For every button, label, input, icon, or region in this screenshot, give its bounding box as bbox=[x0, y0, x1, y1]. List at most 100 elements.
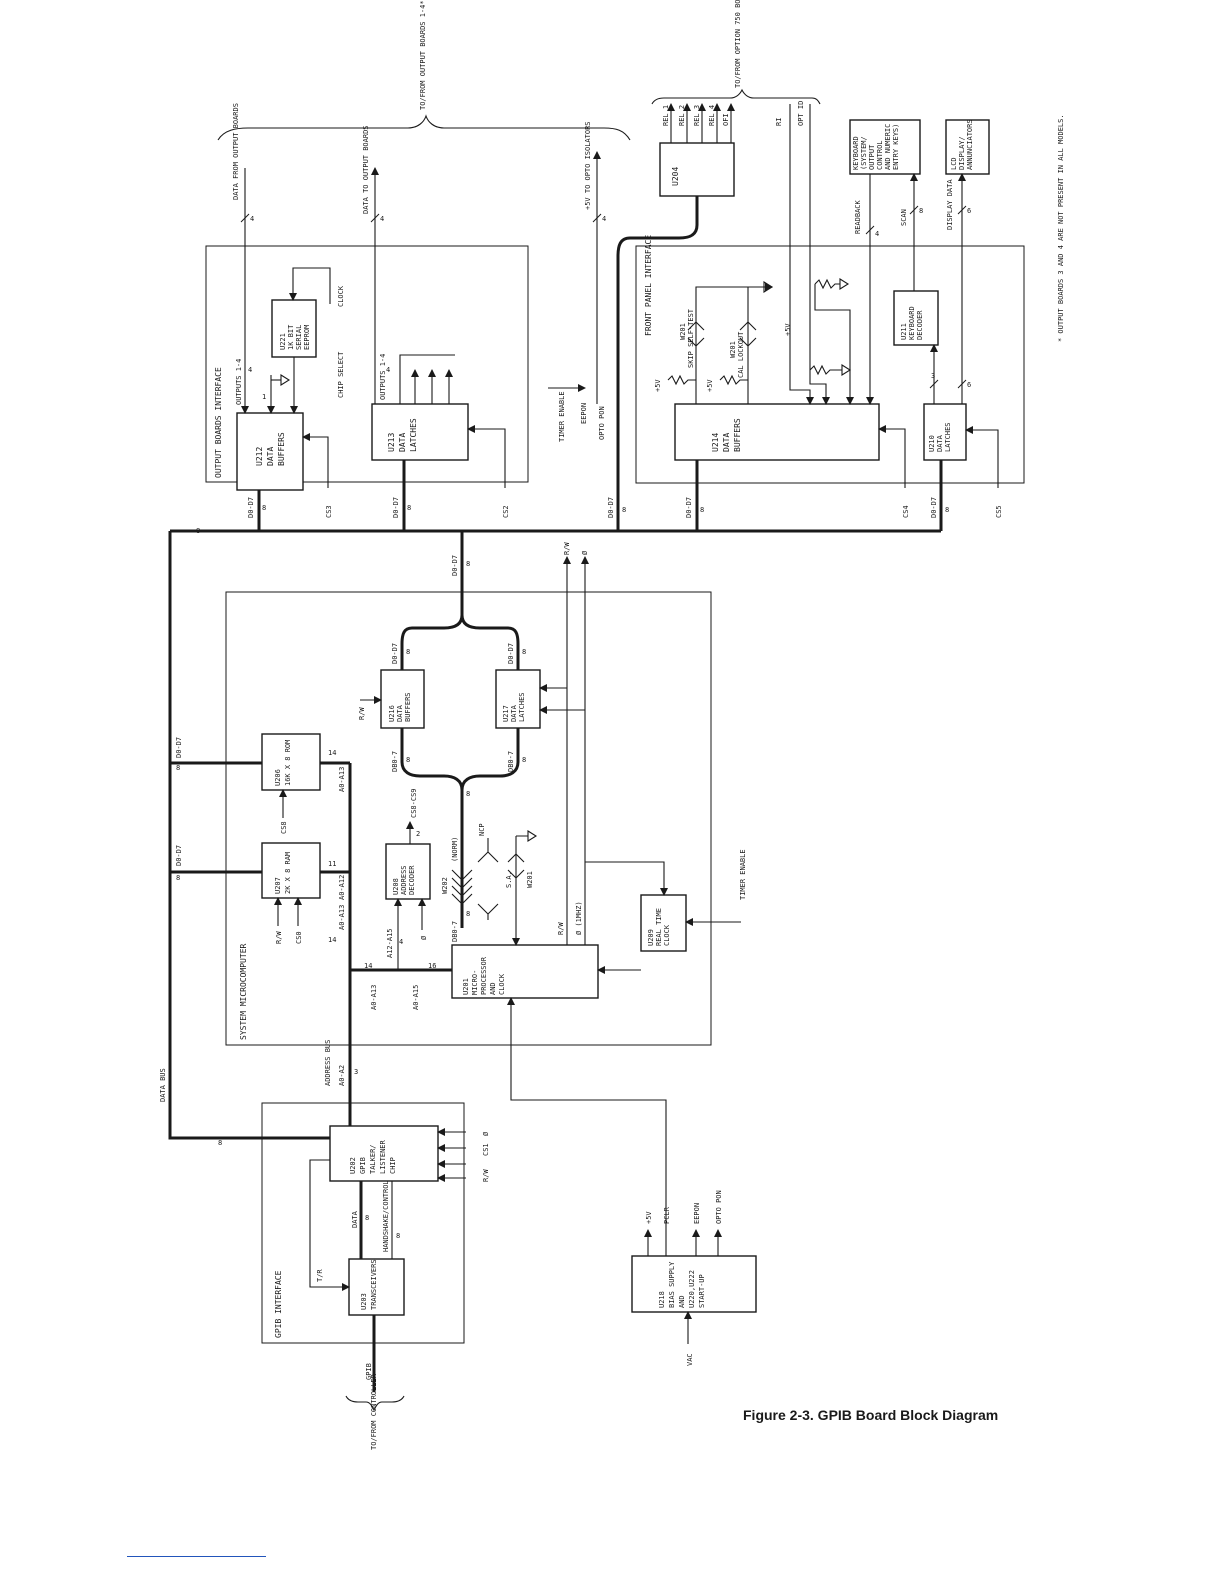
slash bbox=[592, 213, 602, 223]
rel1-label: REL 1 bbox=[662, 105, 670, 126]
cs4-label: CS4 bbox=[902, 505, 910, 518]
u208-label: U208ADDRESSDECODER bbox=[392, 865, 416, 895]
output-boards-external-label: TO/FROM OUTPUT BOARDS 1-4* (SEE FIG 2-4) bbox=[419, 0, 427, 110]
u213-cs2 bbox=[467, 425, 506, 488]
output-boards-interface-frame bbox=[205, 245, 529, 483]
u201-label: U201MICRO-PROCESSORANDCLOCK bbox=[462, 956, 506, 995]
db0-7-label: DB0-7 bbox=[451, 921, 459, 942]
chip-select-label: CHIP SELECT bbox=[337, 351, 345, 398]
opt-id-label: OPT ID bbox=[797, 101, 805, 126]
slash bbox=[957, 205, 967, 215]
scan-label: SCAN bbox=[900, 209, 908, 226]
u204-label: U204 bbox=[671, 167, 680, 186]
width-4: 4 bbox=[386, 366, 390, 374]
a0-a13-label: A0-A13 bbox=[338, 767, 346, 792]
width-3: 3 bbox=[931, 372, 935, 380]
width-3: 3 bbox=[354, 1068, 358, 1076]
width-4: 4 bbox=[250, 215, 254, 223]
ncp-jumper bbox=[477, 838, 499, 863]
slash bbox=[370, 213, 380, 223]
width-8: 8 bbox=[466, 910, 470, 918]
u210-cs5 bbox=[965, 426, 999, 488]
data-bus-label: DATA BUS bbox=[159, 1068, 167, 1102]
gpib-interface-label: GPIB INTERFACE bbox=[274, 1270, 283, 1338]
width-6: 6 bbox=[967, 207, 971, 215]
skip-self-test-line bbox=[695, 283, 773, 404]
d0-d7-label: D0-D7 bbox=[175, 737, 183, 758]
front-panel-interface-label: FRONT PANEL INTERFACE bbox=[644, 235, 653, 336]
u213-outputs bbox=[399, 354, 455, 404]
width-14: 14 bbox=[328, 749, 336, 757]
phi-label: Ø bbox=[420, 935, 428, 940]
cs0-label: CS0 bbox=[295, 931, 303, 944]
figure-caption: Figure 2-3. GPIB Board Block Diagram bbox=[743, 1407, 999, 1423]
ri-line bbox=[789, 104, 814, 405]
u221-clock-in bbox=[289, 267, 331, 304]
u216-label: U216DATABUFFERS bbox=[388, 692, 412, 722]
width-8: 8 bbox=[700, 506, 704, 514]
ncp-label: NCP bbox=[478, 823, 486, 836]
sa-label: S.A. bbox=[505, 871, 513, 888]
plus5v-label: +5V bbox=[706, 379, 714, 392]
phi-label: Ø bbox=[581, 550, 589, 555]
width-8: 8 bbox=[919, 207, 923, 215]
ground-symbol bbox=[839, 278, 850, 290]
data-bus-sysmicro bbox=[400, 531, 464, 670]
u217-block bbox=[495, 669, 541, 729]
width-8: 8 bbox=[522, 648, 526, 656]
d0-d7-label: D0-D7 bbox=[175, 845, 183, 866]
ground-symbol bbox=[280, 374, 291, 386]
u211-block bbox=[893, 290, 939, 346]
gpib-interface-frame bbox=[261, 1102, 465, 1344]
width-8: 8 bbox=[176, 764, 180, 772]
skip-self-test-label: SKIP SELF-TEST bbox=[687, 308, 695, 368]
jumper-w202-b bbox=[477, 903, 499, 920]
width-8: 8 bbox=[262, 504, 266, 512]
r-w-label: R/W bbox=[275, 931, 283, 944]
cal-lockout-label: CAL LOCKOUT bbox=[737, 331, 745, 378]
w201-label: W201 bbox=[526, 871, 534, 888]
pclr-label: PCLR bbox=[663, 1206, 671, 1224]
u201-block bbox=[451, 944, 599, 999]
width-1: 1 bbox=[262, 393, 266, 401]
ground-symbol bbox=[516, 830, 538, 842]
outputs-1-4-label: OUTPUTS 1-4 bbox=[379, 354, 387, 400]
u212-block bbox=[236, 412, 304, 491]
u217-label: U217DATALATCHES bbox=[502, 692, 526, 722]
data-label: DATA bbox=[351, 1210, 359, 1228]
u202-block bbox=[329, 1125, 439, 1182]
r-w-label: R/W bbox=[563, 542, 571, 555]
u207-block bbox=[261, 842, 321, 899]
clock-label: CLOCK bbox=[337, 285, 345, 307]
ri-label: RI bbox=[775, 118, 783, 126]
u212-cs3 bbox=[302, 433, 329, 488]
u203-block bbox=[348, 1258, 405, 1316]
u213-block bbox=[371, 403, 469, 461]
address-bus-label: ADDRESS BUS bbox=[324, 1040, 332, 1086]
opto-pon-label: OPTO PON bbox=[715, 1190, 723, 1224]
width-14: 14 bbox=[364, 962, 372, 970]
db0-7-label: DB0-7 bbox=[391, 751, 399, 772]
width-4: 4 bbox=[248, 366, 252, 374]
pclr-out bbox=[507, 997, 667, 1256]
eepon-label: EEPON bbox=[580, 403, 588, 424]
width-8: 8 bbox=[406, 648, 410, 656]
d0-d7-label: D0-D7 bbox=[930, 497, 938, 518]
resistor bbox=[719, 374, 748, 386]
t-r-line bbox=[309, 1159, 350, 1291]
footer-rule bbox=[127, 1556, 266, 1557]
width-8: 8 bbox=[945, 506, 949, 514]
t-r-label: T/R bbox=[316, 1269, 324, 1282]
rel3-label: REL 3 bbox=[693, 105, 701, 126]
front-panel-interface-frame bbox=[635, 245, 1025, 484]
option-750-brace bbox=[651, 88, 821, 105]
keyboard-label: KEYBOARD(SYSTEM/OUTPUTCONTROLAND NUMERIC… bbox=[852, 124, 900, 170]
u214-cs4 bbox=[878, 425, 906, 488]
d0-d7-label: D0-D7 bbox=[391, 643, 399, 664]
norm-label: (NORM) bbox=[451, 837, 459, 862]
controller-brace bbox=[345, 1395, 405, 1412]
